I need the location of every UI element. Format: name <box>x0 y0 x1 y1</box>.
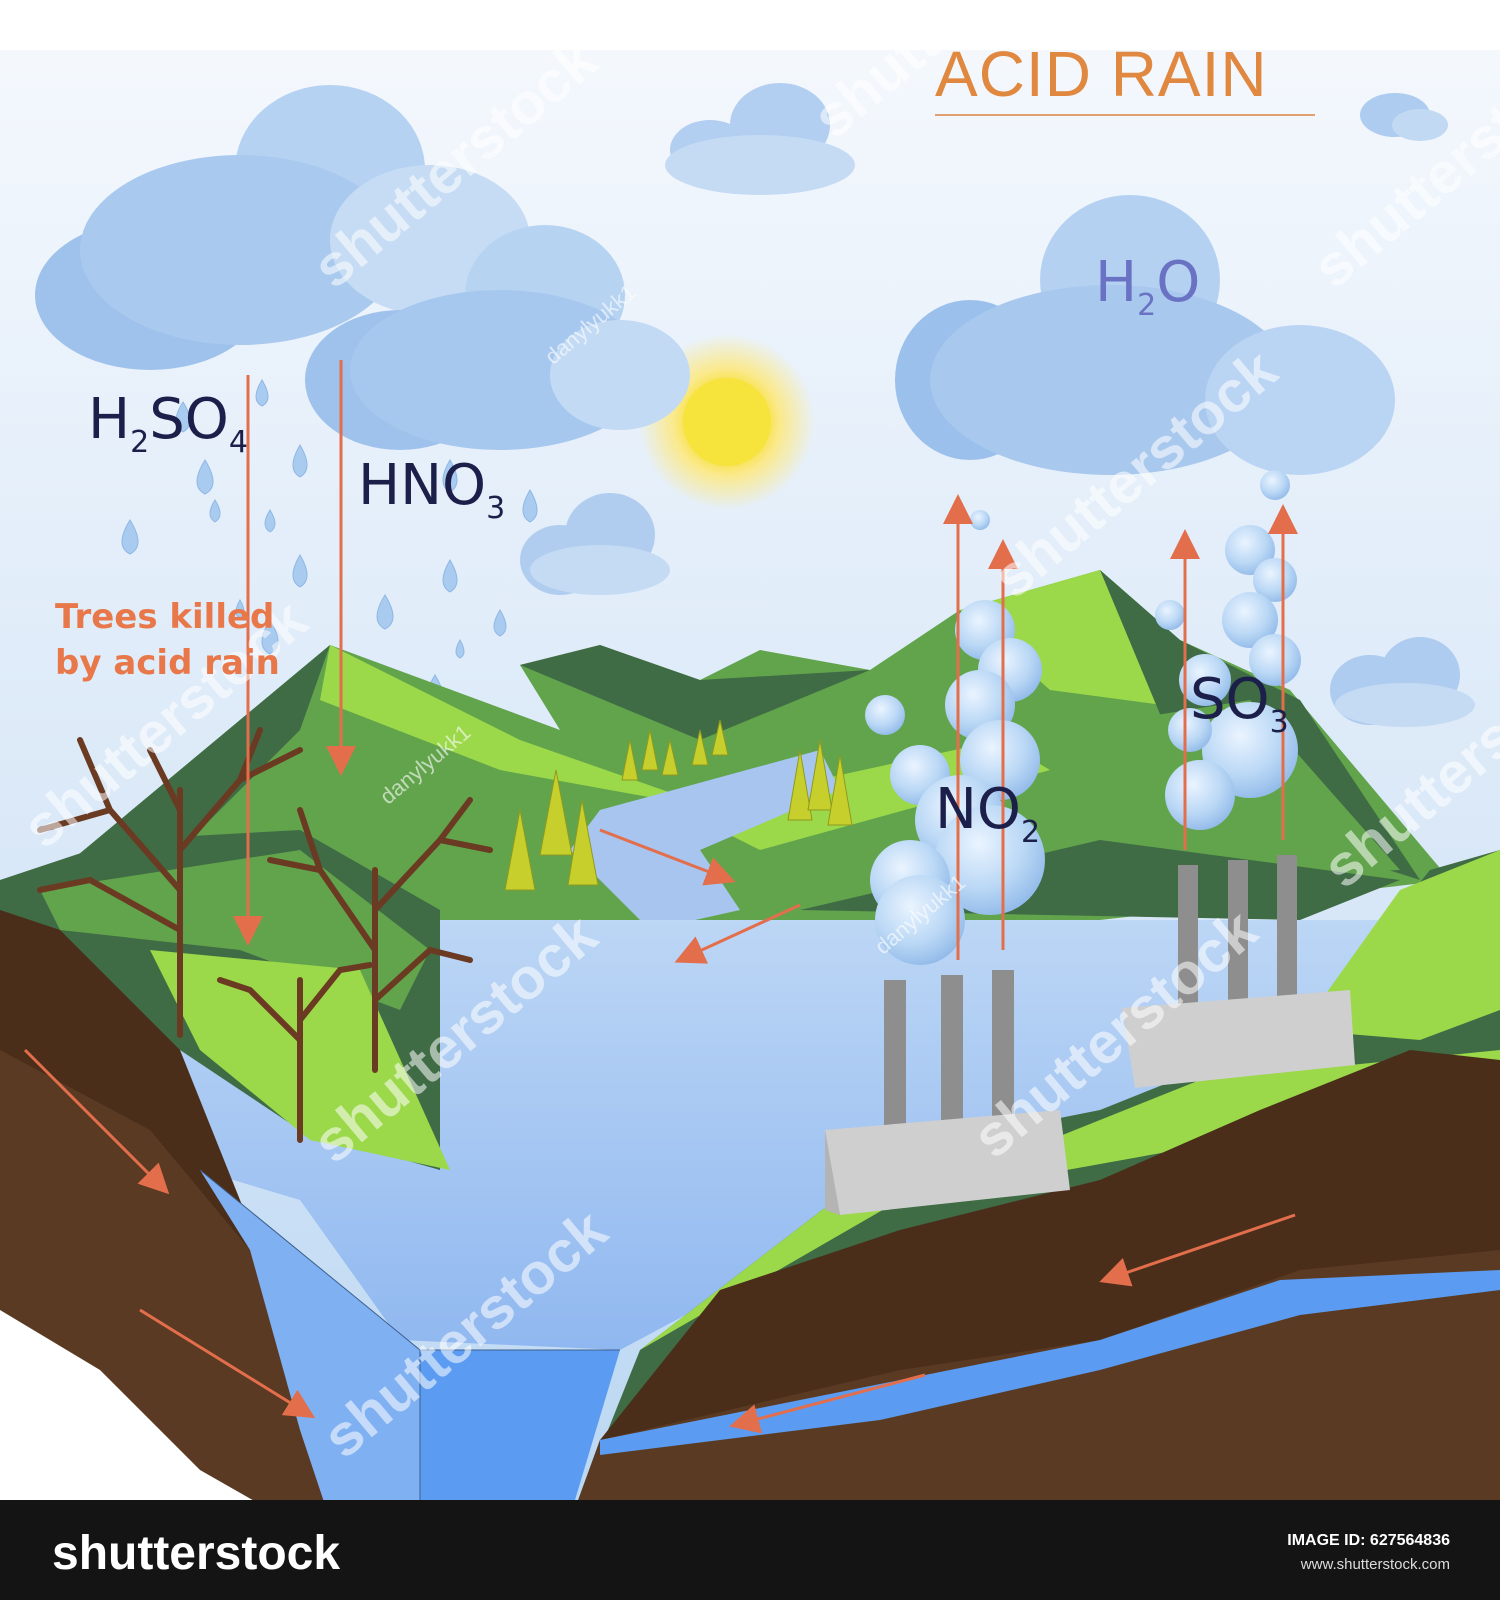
dead-trees <box>37 727 493 1143</box>
label-trees-killed: Trees killed by acid rain <box>55 595 315 687</box>
title-underline <box>935 114 1315 116</box>
arrow-soil-left-1 <box>23 1048 170 1195</box>
arrow-soil-right-1 <box>1099 1213 1296 1287</box>
label-h2o: H2O <box>1095 250 1201 323</box>
factory-right <box>1122 855 1355 1088</box>
footer-url: www.shutterstock.com <box>1300 1556 1450 1573</box>
label-so3: SO3 <box>1190 667 1289 740</box>
mountain-river <box>570 750 840 930</box>
arrow-stream-2 <box>674 903 801 964</box>
smoke-bubbles <box>865 470 1301 965</box>
trees-label-line-1: Trees killed <box>55 597 275 637</box>
cloud-middle <box>305 225 690 450</box>
arrow-soil-left-2 <box>139 1308 316 1419</box>
cloud-right <box>895 195 1395 475</box>
label-no2: NO2 <box>935 777 1041 850</box>
conifer-trees <box>504 719 853 891</box>
trees-label-line-2: by acid rain <box>55 642 280 683</box>
cloud-top-small <box>665 83 855 195</box>
cloud-far-right <box>1330 93 1475 727</box>
footer-logo: shutterstock <box>52 1527 341 1580</box>
stock-footer: shutterstock IMAGE ID: 627564836 www.shu… <box>0 1500 1500 1600</box>
right-ground <box>560 850 1500 1550</box>
mountains <box>60 570 1450 920</box>
arrow-soil-right-2 <box>729 1373 926 1434</box>
footer-image-id: IMAGE ID: 627564836 <box>1287 1532 1450 1549</box>
left-soil <box>0 910 340 1550</box>
diagram-title: ACID RAIN <box>935 38 1268 110</box>
factory-left <box>825 970 1070 1215</box>
label-h2so4: H2SO4 <box>88 387 248 460</box>
arrow-stream-1 <box>599 828 736 886</box>
flow-arrows <box>23 360 1298 1434</box>
cloud-small-center <box>520 493 670 595</box>
label-hno3: HNO3 <box>358 453 506 526</box>
